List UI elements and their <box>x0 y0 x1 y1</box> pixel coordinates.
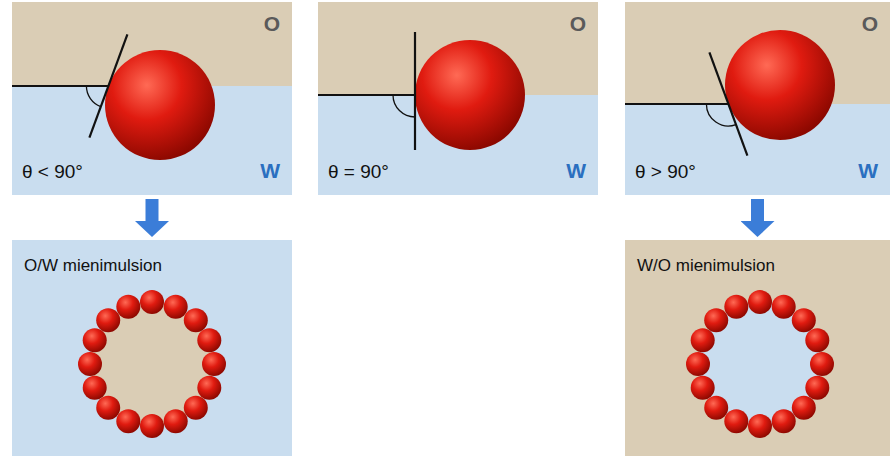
water-phase <box>12 240 292 456</box>
angle-arc <box>86 86 100 107</box>
phase-label: O <box>570 12 586 36</box>
wetting-panel: Oθ > 90° W <box>625 2 890 195</box>
tangent-line <box>414 32 416 150</box>
oil-phase <box>12 2 292 195</box>
flow-arrow <box>146 199 159 221</box>
angle-arc <box>393 95 415 117</box>
emulsion-panel: O/W mienimulsion <box>12 240 292 456</box>
oil-phase <box>625 2 890 195</box>
emulsion-label: O/W mienimulsion <box>24 256 162 276</box>
wetting-panel: Oθ = 90° W <box>318 2 598 195</box>
phase-label: W <box>858 159 878 183</box>
phase-label: W <box>260 159 280 183</box>
interface-line <box>318 94 415 96</box>
interface-line <box>12 85 108 87</box>
emulsion-panel: W/O mienimulsion <box>625 240 890 456</box>
interface-line <box>625 103 728 105</box>
contact-angle-label: θ = 90° <box>328 161 389 183</box>
angle-arc <box>706 104 736 126</box>
particle-shell <box>78 290 226 438</box>
phase-label: O <box>862 12 878 36</box>
contact-angle-label: θ < 90° <box>22 161 83 183</box>
flow-arrow <box>751 199 764 221</box>
particle <box>415 40 525 150</box>
particle <box>725 30 835 140</box>
contact-angle-label: θ > 90° <box>635 161 696 183</box>
oil-phase <box>318 2 598 195</box>
phase-label: W <box>566 159 586 183</box>
tangent-line <box>709 52 747 155</box>
emulsion-label: W/O mienimulsion <box>637 256 775 276</box>
oil-phase <box>625 240 890 456</box>
phase-label: O <box>264 12 280 36</box>
wetting-panel: Oθ < 90° W <box>12 2 292 195</box>
tangent-line <box>89 34 127 137</box>
particle-shell <box>686 290 834 438</box>
particle <box>105 50 215 160</box>
